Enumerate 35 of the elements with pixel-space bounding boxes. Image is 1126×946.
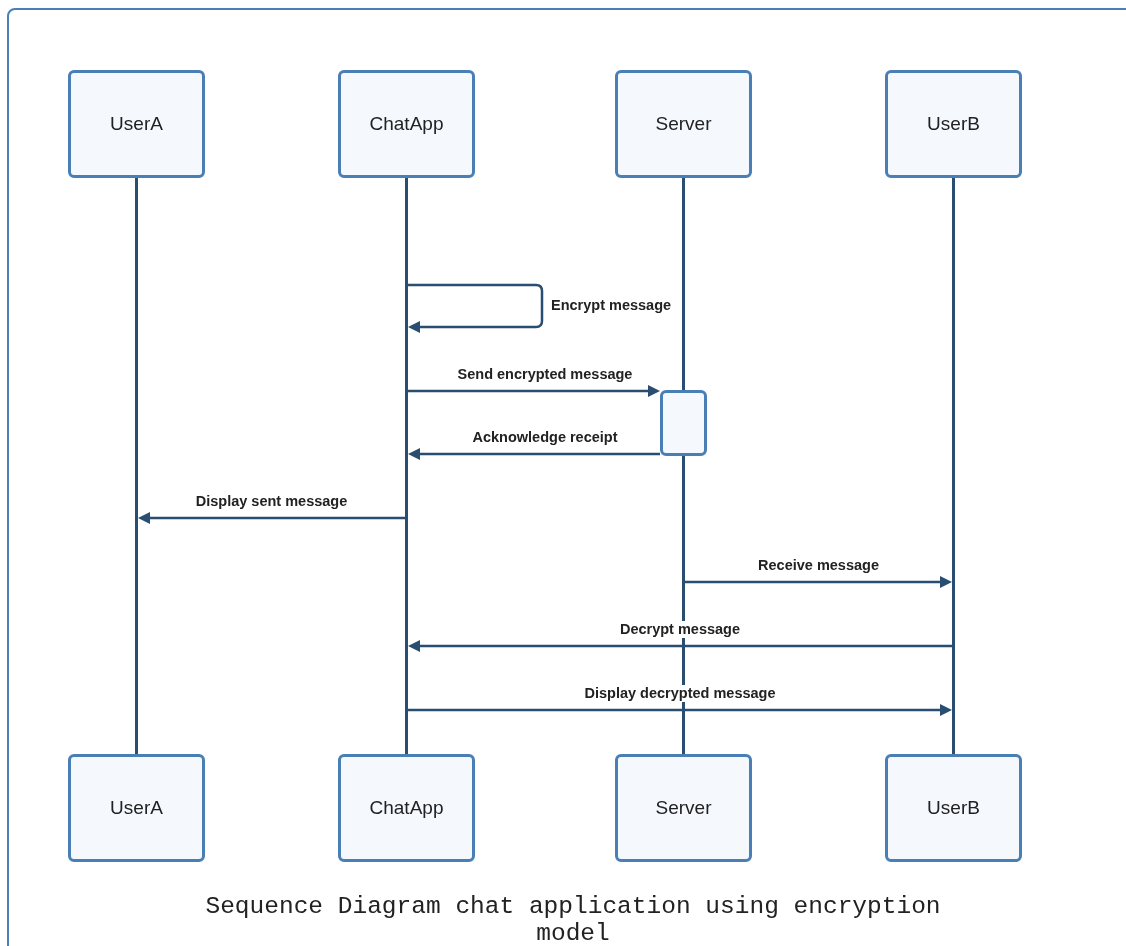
participant-box [615,754,752,862]
message-arrow [685,576,952,588]
participant-name: UserB [927,113,980,135]
message-arrow [408,640,952,652]
edge-label: Send encrypted message [455,366,635,383]
participant-box [885,754,1022,862]
participant-box [615,70,752,178]
lifeline [405,177,408,754]
edge-label: Acknowledge receipt [470,429,620,446]
edge-label: Display sent message [193,493,350,510]
participant-name: Server [655,113,712,135]
edge-label: Encrypt message [549,297,674,314]
participant-name: UserB [927,797,980,819]
message-arrow [408,704,952,716]
participant-name: UserA [110,797,163,819]
activation-bar [660,390,707,456]
message-arrow [408,448,660,460]
edge-label: Display decrypted message [582,685,778,702]
message-arrow [408,283,544,333]
message-arrow [138,512,405,524]
participant-box [338,70,475,178]
lifeline [952,177,955,754]
participant-box [885,70,1022,178]
message-arrow [408,385,660,397]
participant-name: Server [655,797,712,819]
edge-label: Receive message [756,557,881,574]
participant-box [68,70,205,178]
participant-box [68,754,205,862]
participant-name: ChatApp [369,113,444,135]
caption: Sequence Diagram chat application using encryption model [204,893,942,946]
lifeline [135,177,138,754]
participant-box [338,754,475,862]
edge-label: Decrypt message [617,621,743,638]
participant-name: UserA [110,113,163,135]
participant-name: ChatApp [369,797,444,819]
